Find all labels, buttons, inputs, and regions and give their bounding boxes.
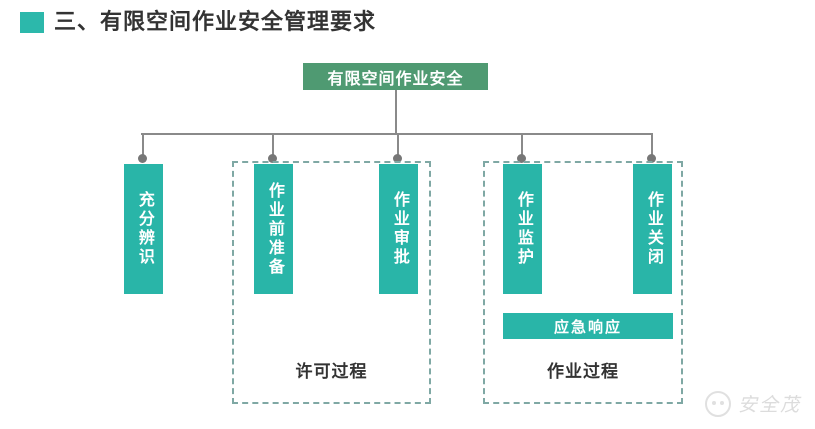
node-identify[interactable]: 充分辨识 [124, 164, 163, 294]
connector-dot-prepare [268, 154, 277, 163]
root-node[interactable]: 有限空间作业安全 [303, 63, 488, 90]
watermark-text: 安全茂 [737, 395, 801, 416]
node-prepare-label: 作业前准备 [265, 181, 283, 277]
node-identify-label: 充分辨识 [135, 191, 153, 267]
connector-drop-identify [142, 133, 144, 158]
node-approval[interactable]: 作业审批 [379, 164, 418, 294]
connector-drop-monitoring [521, 133, 523, 158]
node-closure[interactable]: 作业关闭 [633, 164, 672, 294]
connector-root-vertical [395, 90, 397, 134]
connector-drop-closure [651, 133, 653, 158]
group-label-permit-process: 许可过程 [295, 362, 368, 381]
connector-horizontal-bus [141, 133, 652, 135]
group-box-work-process [483, 161, 683, 404]
connector-dot-monitoring [517, 154, 526, 163]
connector-dot-identify [138, 154, 147, 163]
page-title: 三、有限空间作业安全管理要求 [54, 9, 377, 34]
org-chart-diagram: 有限空间作业安全 充分辨识 作业前准备 作业审批 作业监护 作业关闭 应急响应 … [0, 44, 815, 429]
node-emergency-response[interactable]: 应急响应 [503, 313, 673, 339]
node-monitoring-label: 作业监护 [514, 191, 532, 267]
connector-dot-closure [647, 154, 656, 163]
watermark: 安全茂 [704, 390, 801, 417]
node-prepare[interactable]: 作业前准备 [254, 164, 293, 294]
wechat-logo-icon [704, 390, 731, 417]
connector-dot-approval [393, 154, 402, 163]
connector-drop-prepare [272, 133, 274, 158]
node-closure-label: 作业关闭 [644, 191, 662, 267]
node-monitoring[interactable]: 作业监护 [503, 164, 542, 294]
connector-drop-approval [397, 133, 399, 158]
header-bullet-square [20, 12, 44, 33]
node-approval-label: 作业审批 [390, 191, 408, 267]
group-label-work-process: 作业过程 [547, 362, 619, 381]
group-box-permit-process [232, 161, 431, 404]
page-header: 三、有限空间作业安全管理要求 [0, 0, 815, 44]
